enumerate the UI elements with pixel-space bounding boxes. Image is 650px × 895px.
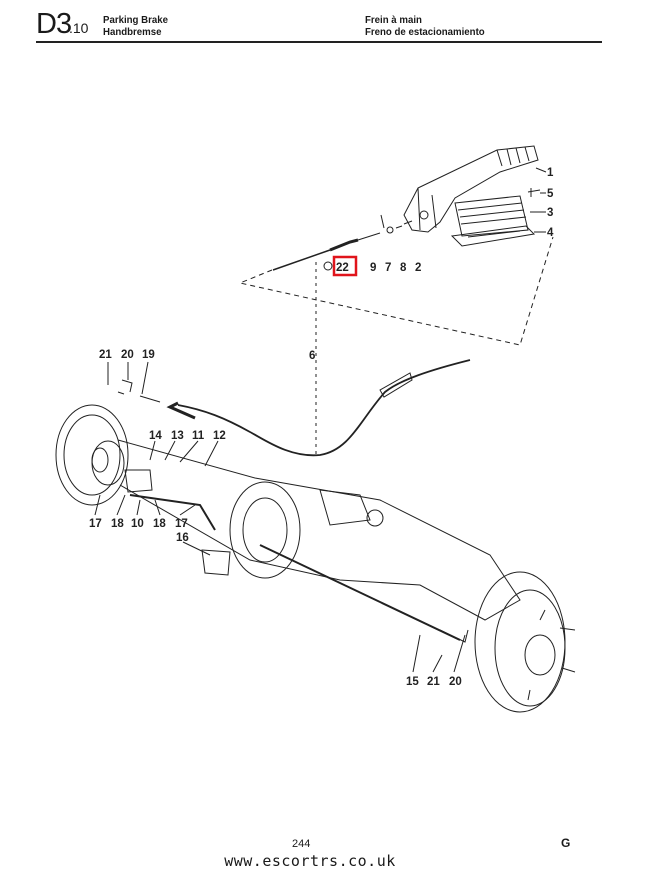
- callout-18-left: 18: [111, 518, 124, 530]
- callout-21-bottom: 21: [427, 676, 440, 688]
- callout-12: 12: [213, 430, 226, 442]
- website-url: www.escortrs.co.uk: [224, 852, 396, 870]
- dashed-outline: [238, 236, 554, 346]
- callout-13: 13: [171, 430, 184, 442]
- title-right: Frein à main Freno de estacionamiento: [365, 14, 485, 38]
- lever-gaiter: [454, 195, 529, 237]
- lever-screw: [527, 188, 541, 197]
- callout-15: 15: [406, 676, 419, 688]
- callout-3: 3: [547, 207, 553, 219]
- bush: [201, 549, 231, 576]
- page-letter: G: [561, 836, 571, 850]
- callout-21-top: 21: [99, 349, 112, 361]
- rear-axle-housing: [117, 439, 521, 621]
- rear-cable: [259, 544, 461, 641]
- callout-18-right: 18: [153, 518, 166, 530]
- callout-17-left: 17: [89, 518, 102, 530]
- title-french: Frein à main: [365, 14, 422, 26]
- callout-22: 22: [336, 262, 349, 274]
- clip-22: [323, 261, 333, 271]
- front-cable: [272, 214, 413, 271]
- callout-14: 14: [149, 430, 162, 442]
- equaliser: [124, 469, 153, 493]
- lever-base-plate: [450, 225, 536, 247]
- callout-4: 4: [547, 227, 554, 239]
- title-left: Parking Brake Handbremse: [103, 14, 168, 38]
- right-brake-drum: [474, 571, 576, 713]
- left-brake-drum: [55, 404, 129, 506]
- title-spanish: Freno de estacionamiento: [365, 26, 485, 38]
- callout-16: 16: [176, 532, 189, 544]
- callout-20-bottom: 20: [449, 676, 462, 688]
- callout-11: 11: [192, 430, 205, 442]
- header-rule: [36, 41, 602, 43]
- main-cable: [177, 359, 471, 457]
- page-number: 244: [292, 838, 311, 850]
- highlight-box: [332, 255, 358, 277]
- callout-7: 7: [385, 262, 391, 274]
- handbrake-lever: [403, 145, 539, 233]
- section-subcode: .10: [69, 20, 89, 36]
- callout-20-top: 20: [121, 349, 134, 361]
- callout-9: 9: [370, 262, 376, 274]
- section-code: D3: [36, 8, 72, 40]
- title-english: Parking Brake: [103, 14, 168, 26]
- callout-19: 19: [142, 349, 155, 361]
- callout-1: 1: [547, 167, 554, 179]
- callout-2: 2: [415, 262, 421, 274]
- title-german: Handbremse: [103, 26, 162, 38]
- page-header: D3 .10 Parking Brake Handbremse Frein à …: [0, 0, 650, 45]
- callout-8: 8: [400, 262, 407, 274]
- callout-5: 5: [547, 188, 554, 200]
- callout-6: 6: [309, 350, 315, 362]
- callout-10: 10: [131, 518, 144, 530]
- callout-17-right: 17: [175, 518, 188, 530]
